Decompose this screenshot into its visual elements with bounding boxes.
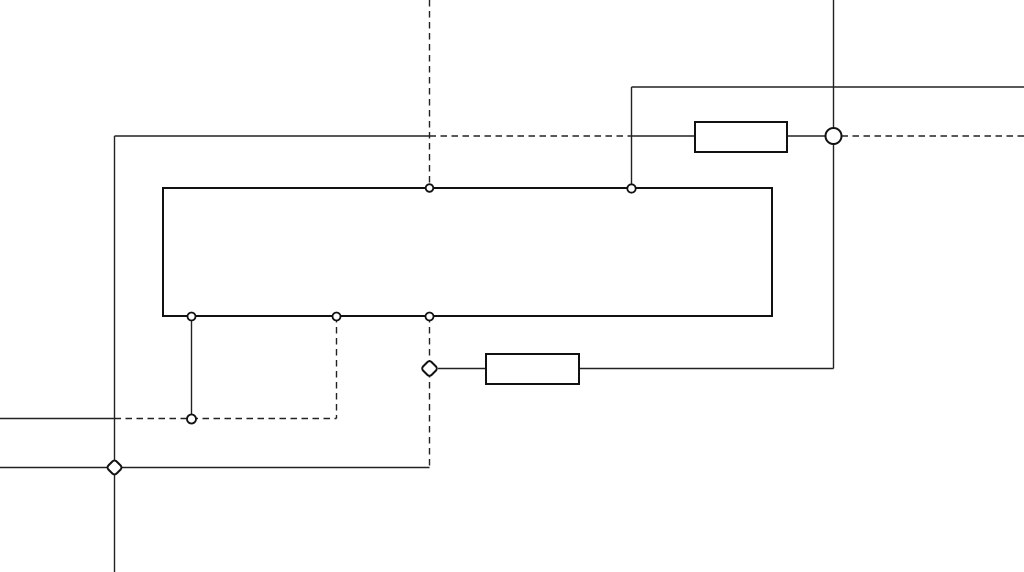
connector-diamond-left bbox=[106, 459, 123, 476]
junction-circle-frame-top-right bbox=[626, 183, 637, 194]
junction-circle-lower-left bbox=[186, 413, 197, 425]
junction-circle-frame-top-left bbox=[424, 183, 435, 193]
junction-circle-frame-bottom-2 bbox=[331, 311, 342, 322]
resistor-box-2 bbox=[485, 353, 580, 385]
connector-circle-right bbox=[824, 127, 843, 145]
junction-circle-frame-bottom-1 bbox=[186, 311, 197, 322]
resistor-box-1 bbox=[694, 121, 788, 153]
junction-circle-frame-bottom-3 bbox=[424, 311, 435, 322]
process-frame bbox=[162, 187, 773, 317]
connector-diamond-mid bbox=[421, 360, 438, 377]
